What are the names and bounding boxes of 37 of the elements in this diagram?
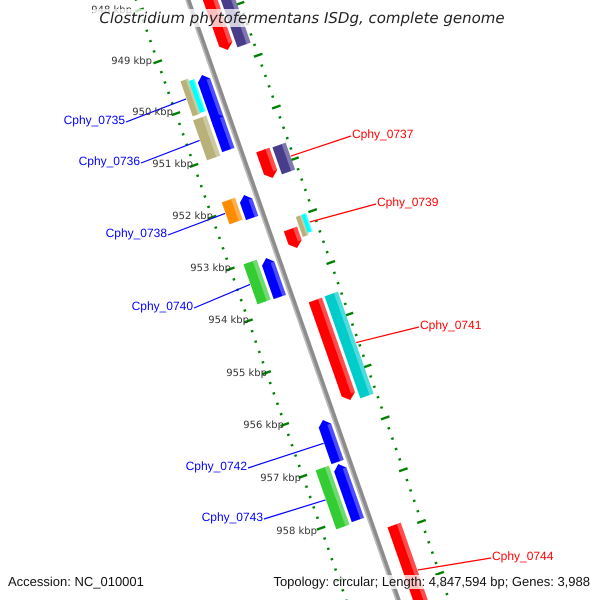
gene-block <box>243 260 271 304</box>
accession-text: Accession: NC_010001 <box>6 574 146 590</box>
scale-label: 956 kbp <box>243 420 284 430</box>
gene-block <box>180 78 200 116</box>
leader-line <box>168 212 226 236</box>
scale-label: 955 kbp <box>226 368 267 378</box>
scale-label: 950 kbp <box>132 106 173 118</box>
gene-label: Cphy_0736 <box>78 155 140 169</box>
gene-block <box>318 420 344 464</box>
leader-line <box>264 499 326 520</box>
leader-line <box>140 140 200 164</box>
leader-line <box>418 557 492 571</box>
gene-label: Cphy_0735 <box>64 114 125 128</box>
genome-info-text: Topology: circular; Length: 4,847,594 bp; Genes: 3,988 <box>271 574 592 590</box>
scale-label: 958 kbp <box>276 526 317 536</box>
gene-label: Cphy_0742 <box>186 460 247 474</box>
leader-line <box>356 326 420 344</box>
gene-label: Cphy_0743 <box>202 511 263 525</box>
gene-block <box>272 142 296 174</box>
gene-label: Cphy_0739 <box>377 196 438 210</box>
gene-block <box>296 213 312 237</box>
leader-line <box>310 203 376 223</box>
leader-line <box>248 442 324 469</box>
leader-line <box>290 135 352 157</box>
scale-label: 957 kbp <box>260 472 301 484</box>
gene-label: Cphy_0737 <box>352 128 414 142</box>
scale-label: 954 kbp <box>208 314 249 326</box>
gene-label: Cphy_0740 <box>132 300 193 314</box>
gene-block <box>222 198 243 224</box>
leader-line <box>194 284 250 309</box>
leader-line <box>126 98 186 123</box>
gene-block <box>316 466 350 530</box>
gene-block <box>324 292 374 398</box>
gene-block <box>193 116 220 160</box>
gene-label: Cphy_0744 <box>492 550 554 564</box>
gene-label: Cphy_0741 <box>420 319 482 333</box>
gene-label: Cphy_0738 <box>106 227 167 241</box>
